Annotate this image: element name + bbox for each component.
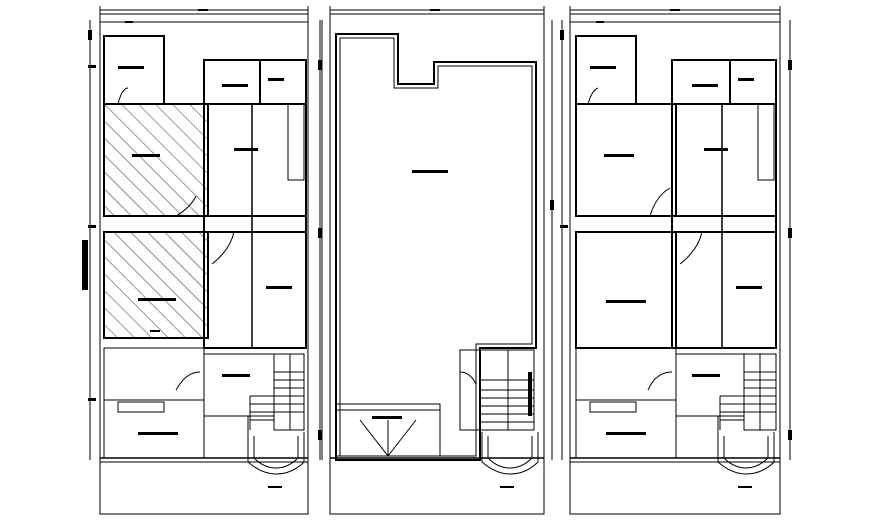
plot-boundary-middle	[329, 13, 545, 515]
bay-window-right	[717, 432, 775, 475]
typical-floor-plan	[560, 6, 792, 515]
staircase-left	[249, 353, 305, 431]
plot-boundary	[99, 13, 309, 515]
staircase-right	[719, 353, 777, 431]
dimension-line-top-middle	[329, 6, 545, 14]
dimension-line-top-right	[569, 6, 781, 23]
dimension-line-top	[99, 6, 309, 23]
staircase-middle	[459, 349, 535, 431]
room-hatched-upper	[103, 103, 209, 217]
entrance-ramp	[335, 403, 441, 457]
terrace-floor-plan	[321, 6, 554, 515]
bay-window-middle	[481, 432, 539, 475]
ground-floor-plan	[82, 6, 322, 515]
plot-boundary-right	[569, 13, 781, 515]
bay-window-left	[247, 432, 305, 475]
terrace-outline	[335, 33, 537, 461]
room-hatched-lower	[103, 231, 209, 339]
